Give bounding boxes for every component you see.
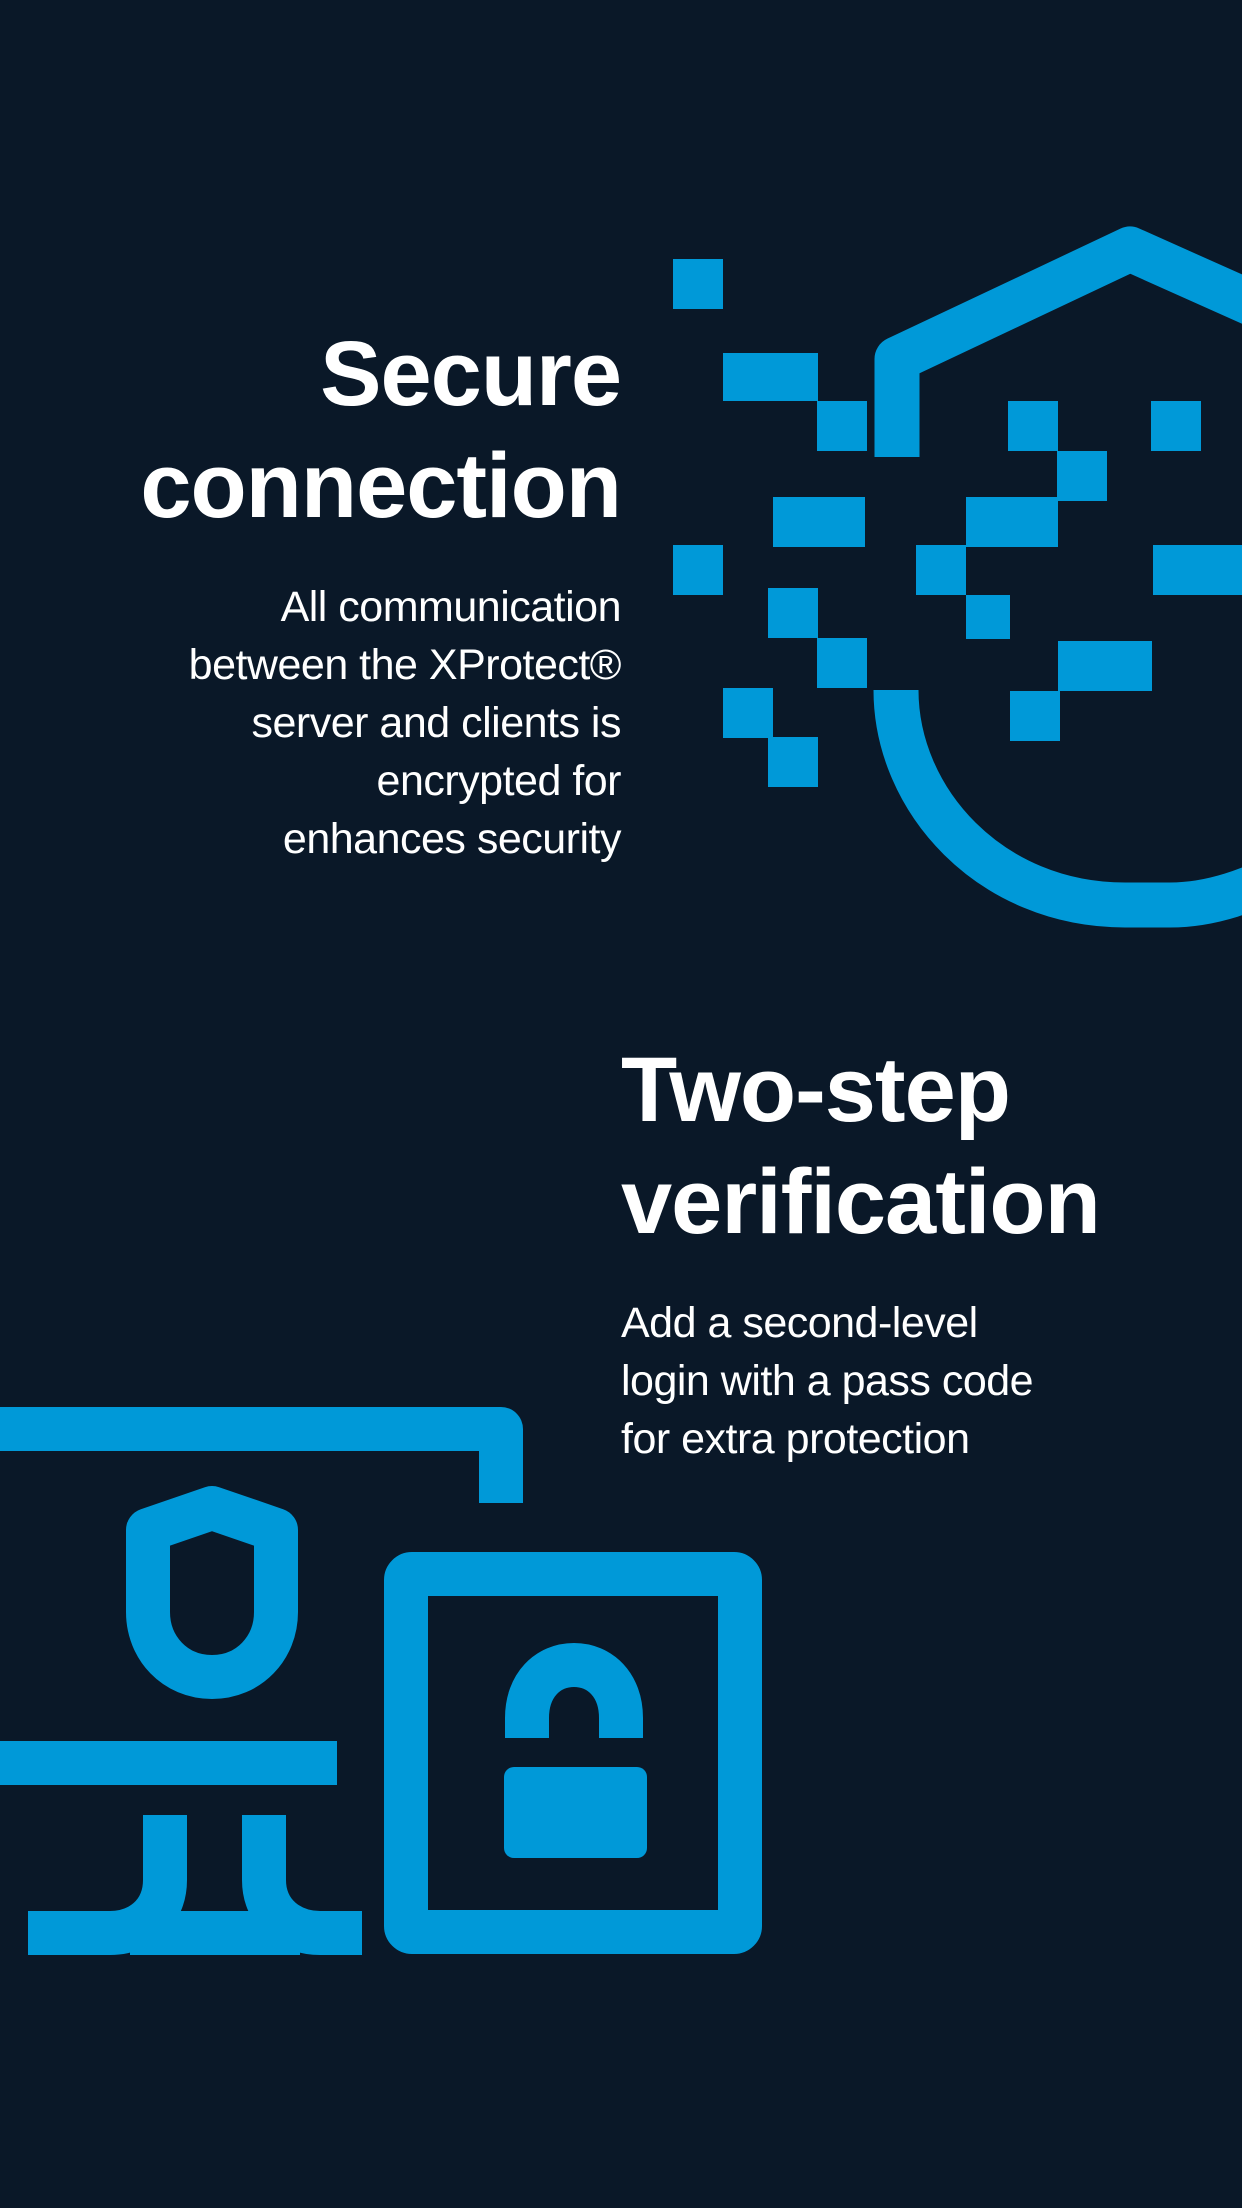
secure-connection-description: All communication between the XProtect® …: [140, 578, 622, 868]
description-line: for extra protection: [621, 1415, 970, 1463]
title-line: verification: [621, 1151, 1101, 1253]
two-step-verification-section: Two-step verification Add a second-level…: [621, 1034, 1101, 1468]
description-line: between the XProtect®: [188, 641, 622, 689]
two-step-verification-title: Two-step verification: [621, 1034, 1101, 1258]
monitor-lock-illustration: [0, 1380, 800, 2000]
secure-connection-title: Secure connection: [140, 318, 622, 542]
description-line: server and clients is: [251, 699, 622, 747]
description-line: Add a second-level: [621, 1299, 978, 1347]
description-line: encrypted for: [376, 757, 622, 805]
title-line: Two-step: [621, 1039, 1011, 1141]
two-step-verification-description: Add a second-level login with a pass cod…: [621, 1294, 1100, 1468]
description-line: login with a pass code: [621, 1357, 1034, 1405]
title-line: connection: [140, 435, 622, 537]
description-line: All communication: [280, 583, 622, 631]
secure-connection-section: Secure connection All communication betw…: [140, 318, 622, 868]
title-line: Secure: [320, 323, 622, 425]
pixel-shield-icon: [673, 226, 1242, 928]
pixel-shield-illustration: [0, 200, 1242, 960]
monitor-shield-lock-icon: [0, 1407, 762, 1955]
description-line: enhances security: [282, 815, 622, 863]
